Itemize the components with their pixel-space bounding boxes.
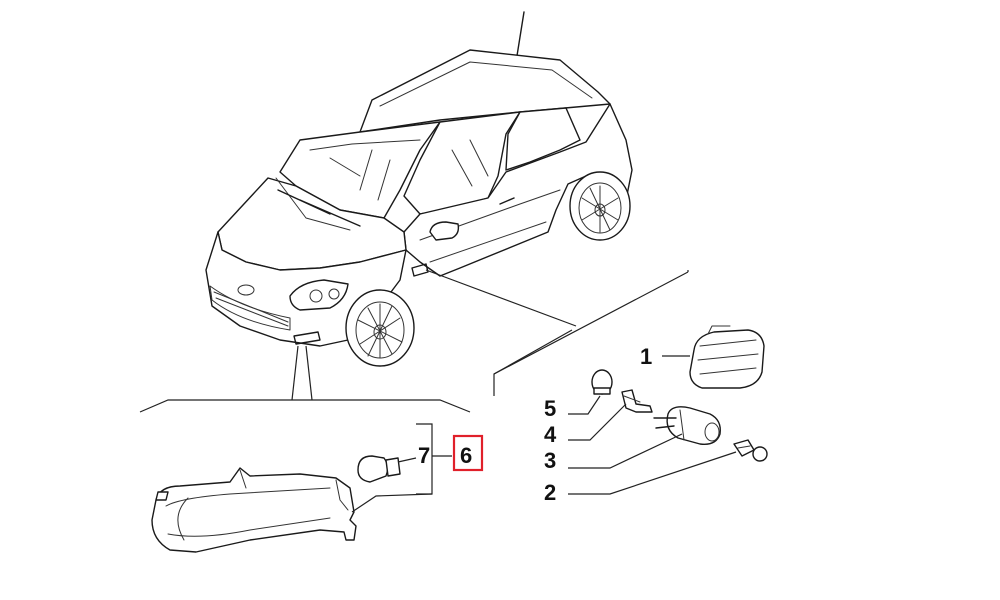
front-wheel (345, 289, 415, 367)
part-4-terminal (621, 389, 653, 413)
side-marker-assembly (568, 325, 768, 495)
part-5-bulb (591, 369, 613, 395)
callout-1[interactable]: 1 (640, 344, 652, 369)
part-6-fog-light (151, 467, 357, 553)
callout-7[interactable]: 7 (418, 443, 430, 468)
callout-5[interactable]: 5 (544, 396, 556, 421)
part-3-socket (653, 406, 721, 445)
fog-light-assembly (151, 423, 452, 553)
part-7-bulb (357, 455, 401, 483)
callout-4[interactable]: 4 (544, 422, 557, 447)
callout-3[interactable]: 3 (544, 448, 556, 473)
car-illustration (205, 11, 633, 367)
rear-wheel (569, 171, 631, 241)
callout-2[interactable]: 2 (544, 480, 556, 505)
part-1-side-marker-lens (689, 325, 765, 389)
part-2-small-bulb (733, 439, 768, 462)
callout-6-highlight-box (452, 434, 484, 472)
callout-labels: 1 5 4 3 2 7 6 (418, 344, 652, 505)
car-leaders (139, 269, 689, 413)
callout-6[interactable]: 6 (460, 443, 472, 468)
